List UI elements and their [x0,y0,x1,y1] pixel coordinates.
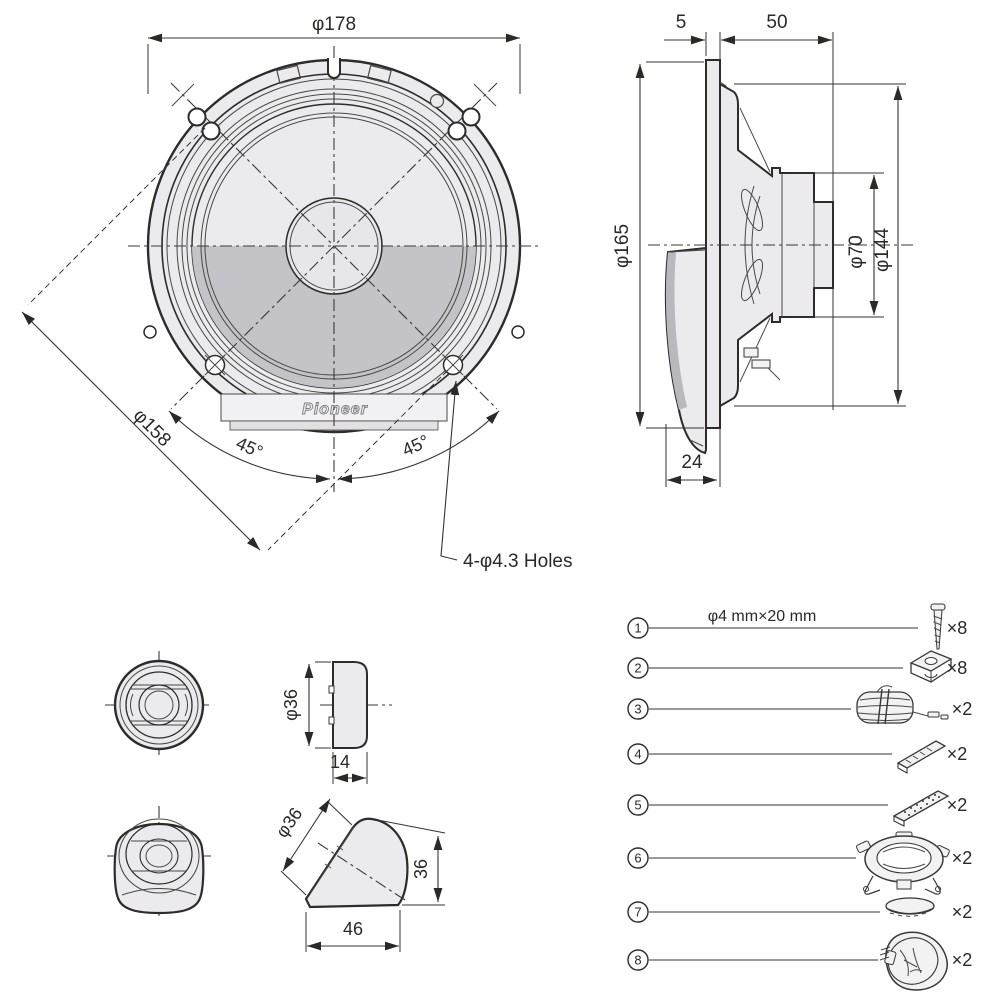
dim-label-bolt-circle: φ158 [129,405,175,451]
holes-note: 4-φ4.3 Holes [440,380,572,572]
dim-label-protrusion: 24 [681,452,703,473]
item-qty: ×8 [947,618,968,638]
item-number-circle [627,847,649,869]
dim-tweeter-dia: φ36 [281,661,331,749]
dim-label-dia-magnet: φ70 [846,235,867,268]
tweeter-flush-body [332,661,368,749]
parts-list: 1 φ4 mm×20 mm ×8 2 ×8 [627,603,973,991]
tweeter-angled-housing [113,822,205,915]
dim-side-top: 5 50 [664,12,832,56]
rim-features [143,58,525,339]
item-number-circle [627,617,649,639]
tweeter-angled-front-view [107,806,211,916]
item-qty: ×2 [947,795,968,815]
tweeter-angled-wedge [304,817,409,909]
rim-nub-right [511,325,525,339]
item-qty: ×2 [947,744,968,764]
speaker-wire-icon [856,685,949,725]
basket-magnet-profile [719,82,834,408]
item-qty: ×8 [947,658,968,678]
item-number-circle [627,743,649,765]
speed-clip-icon [909,650,953,683]
tweeter-bracket-icon [856,831,950,895]
item-label: φ4 mm×20 mm [708,608,817,625]
tapping-screw-icon [930,603,946,650]
dim-label-dia-frame: φ165 [612,224,633,268]
tweeter-angled-side-view: φ36 36 46 [272,798,446,952]
dim-dia-frame: φ165 [612,61,704,429]
item-qty: ×2 [952,950,973,970]
dim-label-angle-right: 45° [399,431,432,460]
dim-front-overall: φ178 [147,14,521,94]
tweeter-flush-side-view: φ36 14 [281,661,392,784]
dim-label-tweeter-dia: φ36 [281,689,301,721]
item-number: 8 [634,953,641,968]
angled-housing-icon [879,931,948,991]
dim-label-angled-dia: φ36 [272,804,307,841]
tape-strip-icon [892,790,950,827]
dim-label-angled-width: 46 [343,919,363,939]
small-pilot-hole [429,93,445,109]
mounting-flange [705,59,721,429]
mounting-slot-upper-right [447,83,497,141]
item-number: 1 [634,621,641,636]
parts-row: 3 ×2 [627,685,973,725]
item-number-circle [627,657,649,679]
item-number: 7 [634,905,641,920]
rim-nub-left [143,325,157,339]
tweeter-flush-front-view [105,651,213,759]
item-number: 5 [634,798,641,813]
parts-row: 1 φ4 mm×20 mm ×8 [627,603,968,650]
parts-row: 7 ×2 [627,897,973,923]
parts-row: 2 ×8 [627,650,968,683]
dim-dia-magnet: φ70 [790,172,884,318]
parts-row: 4 ×2 [627,740,968,774]
foam-strip-icon [896,740,947,774]
dim-label-flange-thickness: 5 [676,12,687,33]
dim-label-holes-note: 4-φ4.3 Holes [463,551,572,572]
dim-label-tweeter-depth: 14 [330,752,350,772]
dim-label-dia-overall: φ178 [312,14,356,35]
parts-row: 8 ×2 [627,931,973,991]
rim-tab-left [276,64,302,84]
grille-protrusion [664,246,707,455]
item-qty: ×2 [952,699,973,719]
item-number-circle [627,698,649,720]
item-number: 3 [634,702,641,717]
dim-label-angle-left: 45° [233,433,266,462]
dim-angled-height: 36 [377,819,446,906]
spacer-pad-icon [885,897,935,917]
item-qty: ×2 [952,902,973,922]
dim-angled-width: 46 [305,910,401,952]
rim-tab-right [366,64,392,84]
item-qty: ×2 [952,848,973,868]
parts-row: 5 ×2 [627,790,968,827]
item-number-circle [627,794,649,816]
item-number: 4 [634,747,641,762]
item-number: 6 [634,851,641,866]
dim-label-angled-height: 36 [411,859,431,879]
item-number-circle [627,949,649,971]
dim-label-mounting-depth: 50 [766,12,787,33]
dim-label-dia-basket: φ144 [872,228,893,272]
item-number: 2 [634,661,641,676]
speaker-front-view: Pioneer [21,14,572,572]
parts-row: 6 ×2 [627,831,973,895]
screw-hole-lower-left [204,354,226,376]
brand-logo: Pioneer [302,401,368,418]
top-notch [327,58,341,79]
dim-tweeter-depth: 14 [330,752,368,784]
dim-protrusion: 24 [665,424,717,487]
item-number-circle [627,901,649,923]
speaker-side-view: 5 50 φ165 φ144 φ70 24 [612,12,916,487]
